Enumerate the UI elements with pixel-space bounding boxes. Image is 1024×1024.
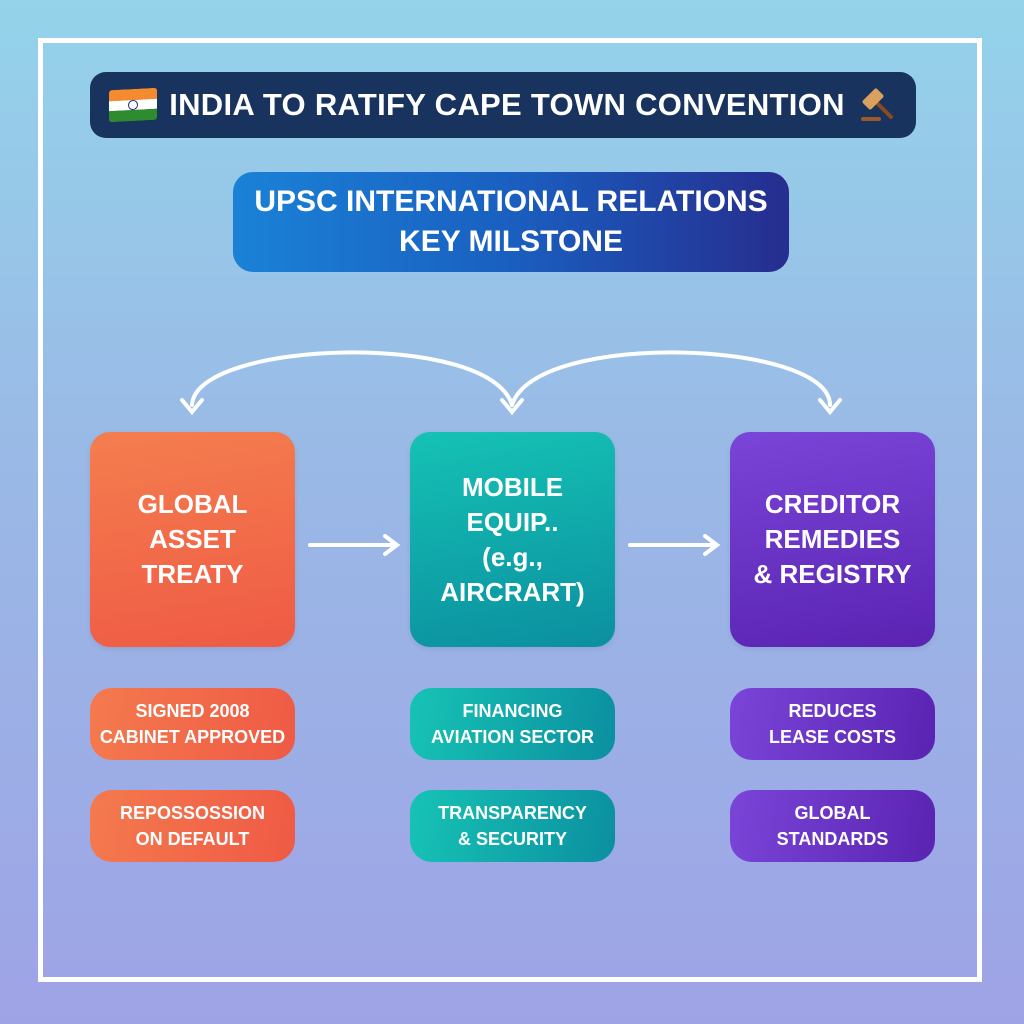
outer-frame: [38, 38, 982, 982]
subtitle-line-2: KEY MILSTONE: [399, 225, 623, 258]
pill-repossession: REPOSSOSSION ON DEFAULT: [90, 790, 295, 862]
subtitle-banner: UPSC INTERNATIONAL RELATIONS KEY MILSTON…: [233, 172, 789, 272]
card-creditor-remedies: CREDITOR REMEDIES & REGISTRY: [730, 432, 935, 647]
title-banner: INDIA TO RATIFY CAPE TOWN CONVENTION: [90, 72, 916, 138]
subtitle-line-1: UPSC INTERNATIONAL RELATIONS: [254, 185, 768, 218]
gavel-icon: [860, 88, 893, 121]
card-mobile-equipment: MOBILE EQUIP.. (e.g., AIRCRART): [410, 432, 615, 647]
pill-signed-2008: SIGNED 2008 CABINET APPROVED: [90, 688, 295, 760]
card-global-asset-treaty: GLOBAL ASSET TREATY: [90, 432, 295, 647]
page-title: INDIA TO RATIFY CAPE TOWN CONVENTION: [169, 87, 845, 122]
pill-reduces-lease-costs: REDUCES LEASE COSTS: [730, 688, 935, 760]
pill-financing-aviation: FINANCING AVIATION SECTOR: [410, 688, 615, 760]
arc-arrow-right: [510, 350, 832, 407]
pill-global-standards: GLOBAL STANDARDS: [730, 790, 935, 862]
arc-arrow-left: [190, 350, 514, 407]
pill-transparency-security: TRANSPARENCY & SECURITY: [410, 790, 615, 862]
